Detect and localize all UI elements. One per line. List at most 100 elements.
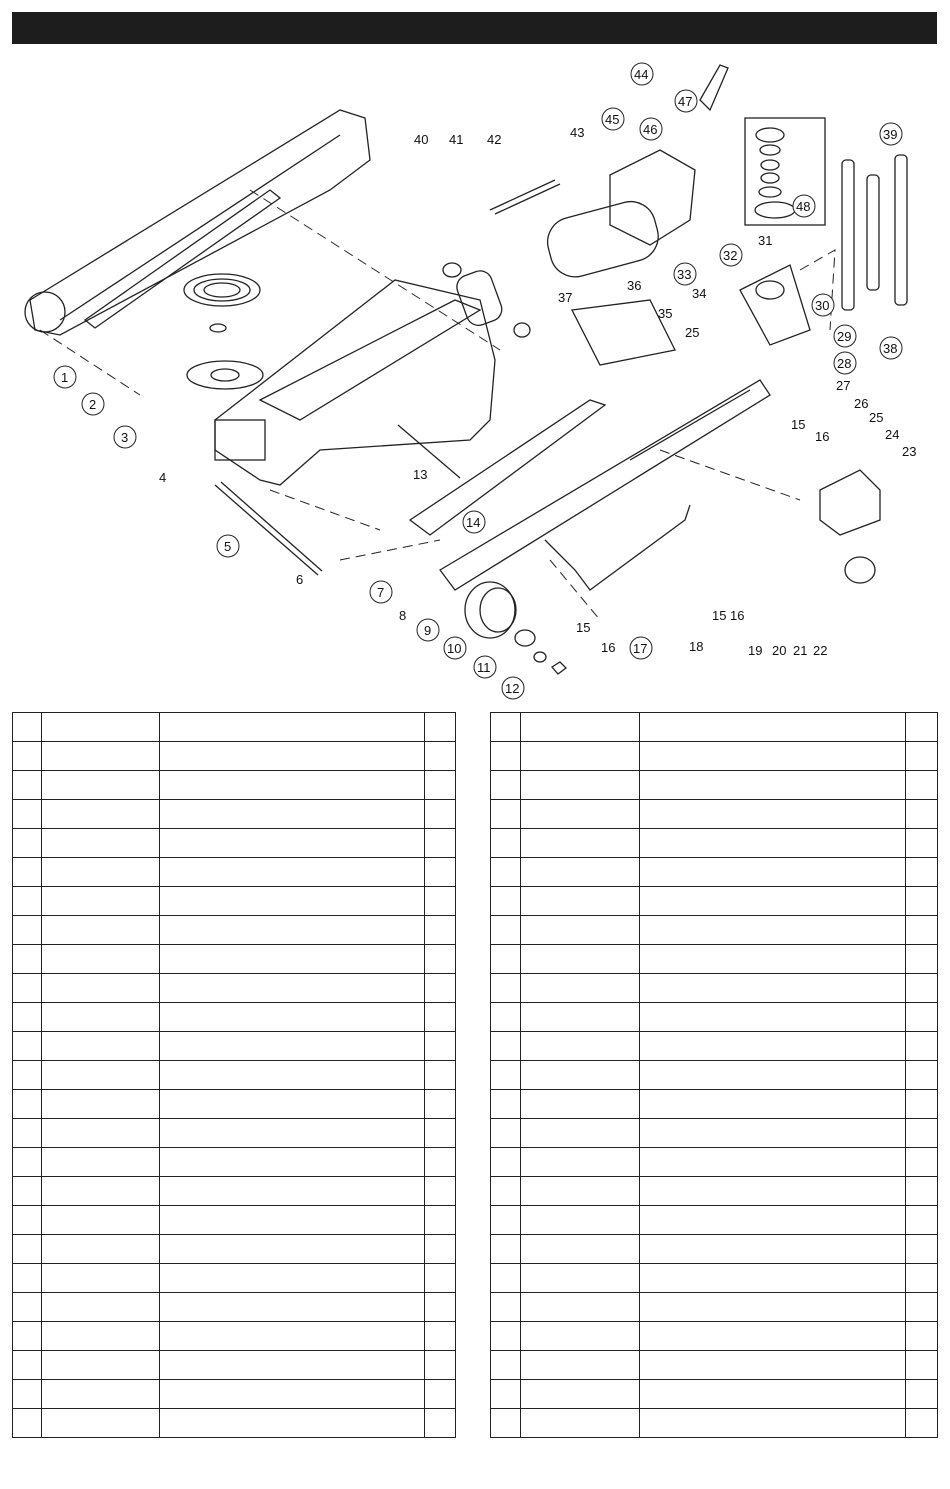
- parts-table-cell: [159, 799, 425, 829]
- callout-46: 46: [643, 122, 657, 137]
- parts-table-row: [490, 1089, 938, 1119]
- callout-15b: 15: [712, 608, 726, 623]
- exploded-parts-diagram: 1 2 3 4 5 6 7 8 9 10 11 12 13 14 15 15 1…: [0, 45, 950, 710]
- parts-table-cell: [639, 1089, 906, 1119]
- parts-table-row: [490, 1292, 938, 1322]
- parts-table-cell: [905, 1234, 938, 1264]
- parts-table-cell: [159, 741, 425, 771]
- callout-6: 6: [296, 572, 303, 587]
- parts-table-cell: [41, 1292, 160, 1322]
- parts-table-cell: [639, 1379, 906, 1409]
- callout-1: 1: [61, 370, 68, 385]
- parts-table-cell: [12, 1089, 42, 1119]
- callout-39: 39: [883, 127, 897, 142]
- header-bar: [12, 12, 937, 44]
- parts-table-cell: [490, 1089, 521, 1119]
- parts-table-cell: [12, 1321, 42, 1351]
- parts-table-row: [12, 1292, 456, 1322]
- parts-table-cell: [490, 1060, 521, 1090]
- parts-table-row: [12, 1176, 456, 1206]
- parts-table-cell: [41, 1147, 160, 1177]
- callout-20: 20: [772, 643, 786, 658]
- parts-table-cell: [41, 1408, 160, 1438]
- parts-table-cell: [159, 973, 425, 1003]
- parts-table-cell: [520, 973, 640, 1003]
- callout-38: 38: [883, 341, 897, 356]
- callout-34: 34: [692, 286, 706, 301]
- parts-table-cell: [639, 944, 906, 974]
- parts-table-cell: [159, 1060, 425, 1090]
- parts-table-cell: [424, 1176, 456, 1206]
- parts-table-cell: [12, 1408, 42, 1438]
- parts-table-cell: [424, 973, 456, 1003]
- parts-table-cell: [12, 944, 42, 974]
- parts-table-cell: [490, 944, 521, 974]
- parts-table-cell: [490, 770, 521, 800]
- parts-table-cell: [639, 1205, 906, 1235]
- parts-table-row: [12, 857, 456, 887]
- parts-table-row: [12, 1408, 456, 1438]
- callout-19: 19: [748, 643, 762, 658]
- callout-42: 42: [487, 132, 501, 147]
- parts-table-cell: [424, 1292, 456, 1322]
- parts-table-cell: [159, 1089, 425, 1119]
- parts-table-cell: [490, 1176, 521, 1206]
- parts-table-cell: [12, 1118, 42, 1148]
- callout-8: 8: [399, 608, 406, 623]
- parts-table-cell: [520, 1350, 640, 1380]
- parts-table-cell: [159, 1002, 425, 1032]
- parts-table-row: [490, 1031, 938, 1061]
- parts-table-row: [12, 770, 456, 800]
- parts-table-cell: [905, 1002, 938, 1032]
- parts-table-cell: [424, 1234, 456, 1264]
- parts-table-row: [490, 944, 938, 974]
- callout-24: 24: [885, 427, 899, 442]
- parts-table-cell: [905, 712, 938, 742]
- parts-table-cell: [12, 1234, 42, 1264]
- parts-table-cell: [520, 799, 640, 829]
- parts-table-cell: [12, 799, 42, 829]
- parts-table-cell: [639, 799, 906, 829]
- parts-table-row: [490, 857, 938, 887]
- parts-table-row: [12, 741, 456, 771]
- parts-table-cell: [159, 1234, 425, 1264]
- parts-table-cell: [639, 1321, 906, 1351]
- callout-23: 23: [902, 444, 916, 459]
- parts-table-cell: [905, 1263, 938, 1293]
- parts-table-cell: [905, 1379, 938, 1409]
- parts-table-cell: [159, 1408, 425, 1438]
- parts-table-cell: [905, 944, 938, 974]
- parts-table-cell: [520, 1147, 640, 1177]
- parts-table-cell: [639, 741, 906, 771]
- parts-table-left: [12, 712, 456, 1438]
- parts-table-row: [490, 1002, 938, 1032]
- parts-table-cell: [12, 1176, 42, 1206]
- parts-table-cell: [41, 741, 160, 771]
- parts-table-cell: [41, 1176, 160, 1206]
- parts-table-cell: [520, 857, 640, 887]
- parts-table-row: [12, 944, 456, 974]
- parts-table-cell: [159, 857, 425, 887]
- callout-22: 22: [813, 643, 827, 658]
- parts-table-row: [12, 828, 456, 858]
- parts-table-cell: [639, 712, 906, 742]
- parts-table-cell: [905, 973, 938, 1003]
- parts-table-cell: [520, 1321, 640, 1351]
- parts-table-cell: [41, 1060, 160, 1090]
- parts-table-cell: [424, 1205, 456, 1235]
- parts-table-cell: [12, 770, 42, 800]
- parts-table-cell: [490, 1350, 521, 1380]
- callout-33: 33: [677, 267, 691, 282]
- parts-table-cell: [41, 1031, 160, 1061]
- callout-3: 3: [121, 430, 128, 445]
- parts-table-cell: [490, 1321, 521, 1351]
- parts-table-cell: [520, 1379, 640, 1409]
- parts-table-cell: [159, 1263, 425, 1293]
- callout-27: 27: [836, 378, 850, 393]
- callout-48: 48: [796, 199, 810, 214]
- parts-table-cell: [159, 770, 425, 800]
- parts-table-cell: [520, 1292, 640, 1322]
- parts-table-cell: [424, 1408, 456, 1438]
- parts-table-cell: [12, 1379, 42, 1409]
- parts-table-cell: [490, 828, 521, 858]
